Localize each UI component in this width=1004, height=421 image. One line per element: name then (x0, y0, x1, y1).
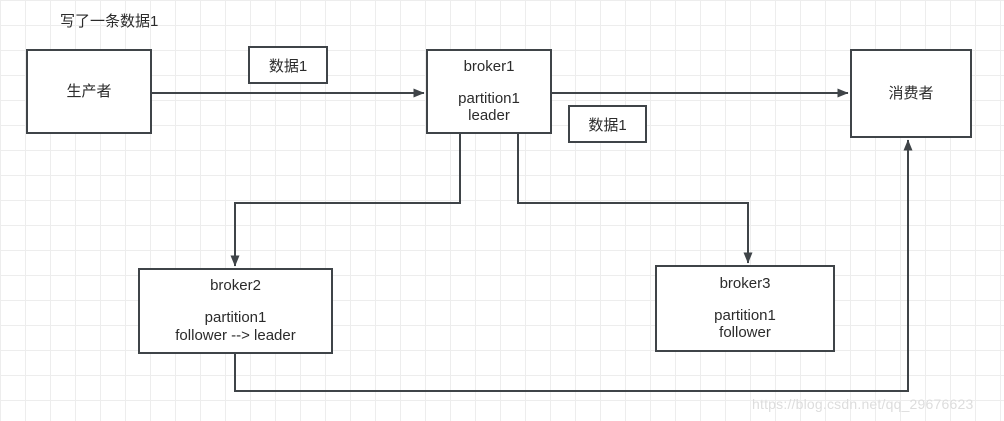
node-broker1[interactable]: broker1 partition1 leader (426, 49, 552, 134)
node-broker2-partition: partition1 (204, 309, 267, 327)
node-consumer-title: 消费者 (888, 84, 934, 102)
node-broker2-title: broker2 (210, 277, 261, 295)
node-broker3[interactable]: broker3 partition1 follower (655, 265, 835, 352)
node-broker1-title: broker1 (463, 57, 515, 75)
node-broker3-title: broker3 (719, 274, 771, 292)
node-broker3-role: follower (719, 324, 771, 342)
diagram-caption: 写了一条数据1 (60, 13, 159, 30)
watermark: https://blog.csdn.net/qq_29676623 (752, 396, 974, 412)
edge-broker1-to-broker2 (230, 134, 461, 267)
node-broker3-partition: partition1 (714, 306, 776, 324)
edge-broker1-to-broker3 (517, 134, 753, 264)
node-consumer[interactable]: 消费者 (850, 49, 972, 138)
node-broker1-partition: partition1 (458, 89, 520, 107)
node-broker1-role: leader (468, 107, 510, 125)
node-broker2[interactable]: broker2 partition1 follower --> leader (138, 268, 333, 354)
edge-label-broker1-to-consumer: 数据1 (568, 105, 647, 143)
node-producer-title: 生产者 (66, 82, 112, 100)
node-producer[interactable]: 生产者 (26, 49, 152, 134)
edge-broker2-to-consumer (234, 139, 913, 392)
node-broker2-role: follower --> leader (175, 326, 296, 344)
edge-label-producer-to-broker1: 数据1 (248, 46, 328, 84)
